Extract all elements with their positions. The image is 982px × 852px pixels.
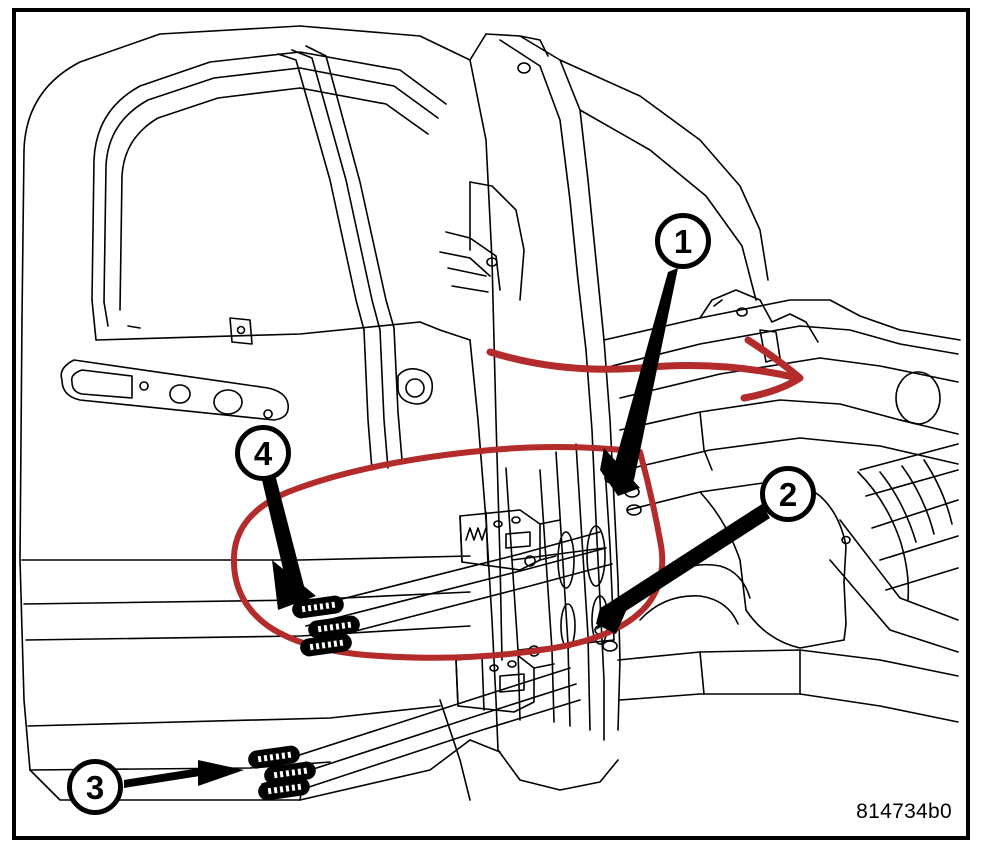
bolt-icon (292, 595, 344, 619)
arrow-3-shaft (124, 768, 200, 788)
cowl-upper-rail (439, 59, 769, 301)
callout-1[interactable]: 1 (655, 213, 711, 269)
arrow-2-tip (596, 606, 612, 630)
figure-id-label: 814734b0 (856, 800, 952, 823)
a-pillar-structure (469, 33, 621, 791)
callout-4[interactable]: 4 (235, 425, 291, 481)
mirror-mount (127, 317, 434, 405)
door-sash (363, 321, 471, 471)
fender-upper-rail (603, 289, 961, 399)
door-handle (60, 359, 290, 421)
bolt-icons (248, 595, 360, 801)
arrow-1-shaft (613, 268, 678, 480)
bolt-icon (300, 633, 352, 657)
bolt-icon (264, 761, 316, 785)
arrow-2-shaft (604, 504, 770, 620)
upper-hinge-bracket (459, 509, 561, 571)
figure-border (12, 8, 970, 840)
door-outer-panel (19, 25, 503, 801)
lower-hinge-bracket (455, 653, 555, 713)
frame-rail (617, 649, 959, 723)
bolt-icon (308, 615, 360, 639)
arrow-4-head (272, 560, 316, 610)
leader-arrows (124, 268, 770, 788)
sill-detail (439, 699, 501, 801)
arrow-4-shaft (262, 478, 304, 590)
red-highlight-oval (230, 444, 666, 661)
arrow-1-tip (600, 448, 640, 496)
pillar-inner-panel (505, 443, 615, 731)
bolt-icon (248, 745, 300, 769)
callout-2[interactable]: 2 (760, 466, 816, 522)
bolt-cluster-lower (248, 745, 316, 801)
red-highlight-arrow (486, 336, 804, 402)
arrow-3-head (198, 760, 244, 786)
bolt-icon (258, 777, 310, 801)
radiator-fins (829, 443, 959, 653)
bolt-cluster-upper (292, 595, 360, 657)
window-frame (91, 45, 447, 341)
callout-3[interactable]: 3 (67, 759, 123, 815)
